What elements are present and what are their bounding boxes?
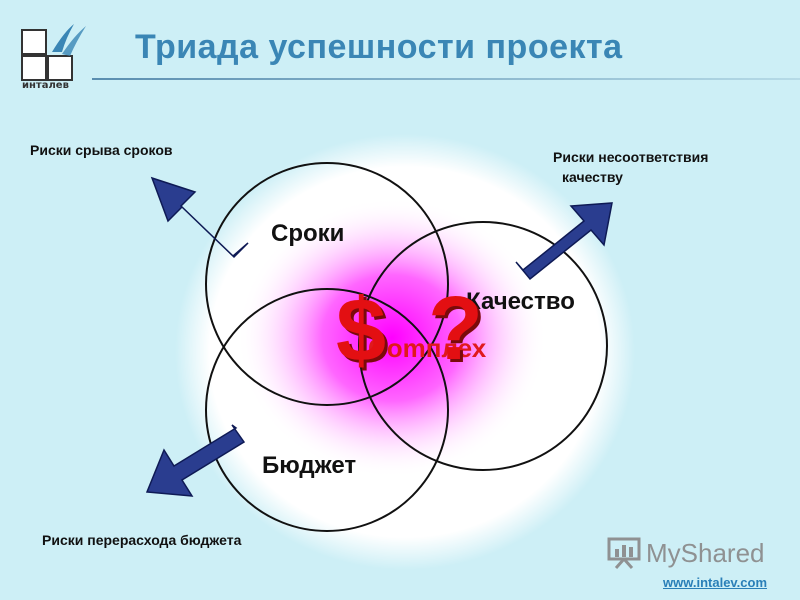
complex-label: Comплех	[368, 333, 487, 363]
footer-link[interactable]: www.intalev.com	[663, 575, 768, 590]
risk-budget-label: Риски перерасхода бюджета	[42, 532, 242, 548]
quality-label: Качество	[466, 288, 575, 315]
circle-quality	[358, 221, 608, 471]
intalev-logo	[21, 24, 86, 81]
arrow-budget-icon	[145, 424, 246, 497]
risk-quality-label: Риски несоответствия	[553, 149, 709, 165]
question-icon: ?	[428, 279, 483, 379]
circle-deadlines	[205, 162, 449, 406]
deadlines-label: Сроки	[271, 220, 345, 247]
arrow-quality-icon	[515, 202, 613, 281]
center-glow	[237, 198, 547, 478]
watermark-text: MyShared	[646, 538, 765, 568]
dollar-icon: $	[336, 281, 387, 381]
page-title: Триада успешности проекта	[135, 28, 623, 66]
risk-quality-label-line2: качеству	[562, 169, 623, 185]
presentation-icon	[607, 537, 641, 569]
risk-deadlines-label: Риски срыва сроков	[30, 142, 173, 158]
arrow-deadlines-icon	[150, 176, 249, 259]
budget-label: Бюджет	[262, 452, 357, 479]
logo-text: инталев	[22, 80, 69, 91]
title-divider	[92, 78, 800, 80]
circle-budget	[205, 288, 449, 532]
